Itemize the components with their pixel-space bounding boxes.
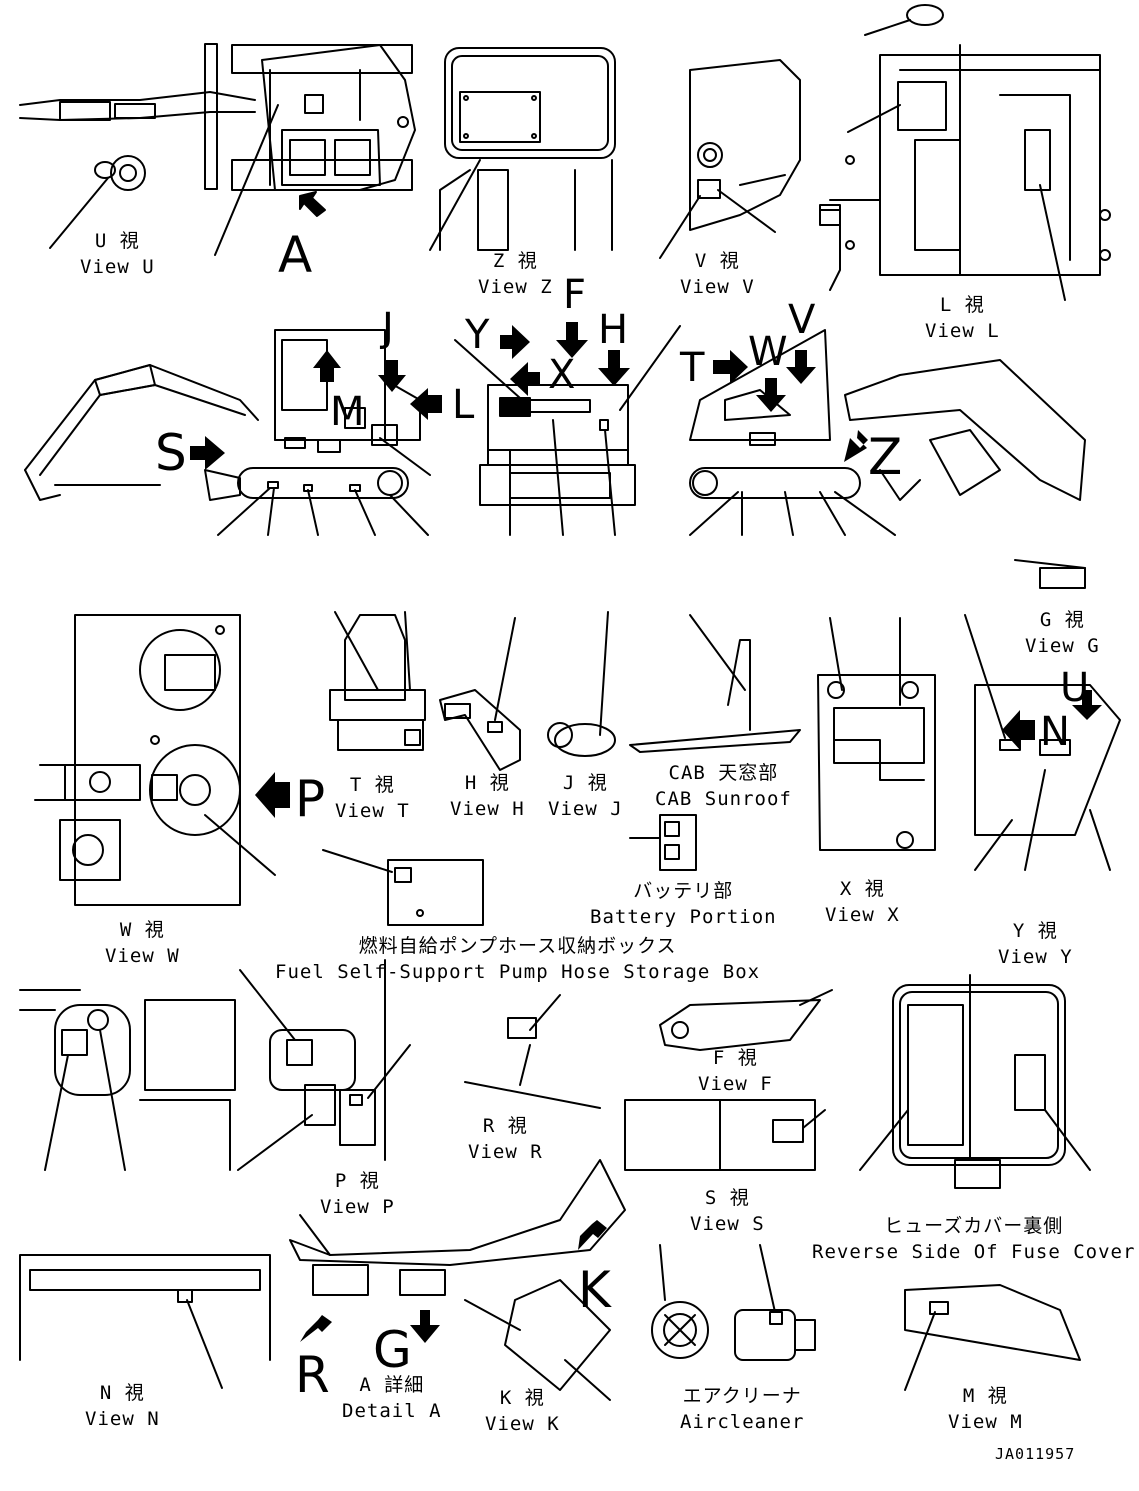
arrow-markers [190,322,1102,1343]
view-h-detail [439,617,521,771]
view-k-detail [464,1279,611,1401]
right-side-machine [689,329,1086,536]
view-t-seat [329,611,426,751]
callout-v: V [788,297,816,343]
callout-m: M [330,389,365,435]
fuse-cover-detail [859,974,1091,1189]
callout-h: H [598,307,629,353]
rear-view-machine [479,325,681,536]
callout-u: U [1060,665,1090,711]
view-j-detail [547,611,616,757]
aircleaner-detail [651,1244,816,1361]
detail-a-bottom [289,1159,626,1296]
view-left-engine [19,989,236,1171]
view-f-detail [659,989,833,1051]
callout-k: K [578,1261,611,1319]
battery-detail [629,814,697,871]
view-x-detail [817,617,936,851]
view-m-detail [904,1284,1081,1391]
view-s-detail [624,1099,826,1171]
callout-y: Y [465,312,490,358]
callout-s: S [155,424,187,482]
view-w-detail [34,614,276,906]
view-g-detail [1014,559,1086,589]
view-y-detail [964,614,1121,871]
callout-r: R [295,1346,330,1404]
callout-z: Z [868,428,903,486]
callout-g: G [373,1321,412,1379]
drawing-code: JA011957 [995,1445,1076,1463]
callout-a: A [278,226,313,284]
top-view-excavator [19,43,416,256]
view-p-detail [237,959,411,1171]
cab-sunroof-detail [629,614,801,753]
view-z-detail [429,47,616,251]
view-u-detail [49,155,146,249]
view-v-detail [659,59,801,259]
callout-p: P [295,770,326,828]
callout-t: T [680,345,705,391]
callout-f: F [563,272,587,318]
fuel-box-detail [322,849,484,926]
callout-j: J [382,305,394,351]
left-side-machine [24,329,521,536]
view-r-detail [464,994,601,1109]
callout-x: X [548,352,576,398]
callout-w: W [748,329,788,375]
callout-n: N [1040,709,1070,755]
callout-l: L [452,382,475,428]
view-l-detail [819,4,1111,301]
view-n-detail [19,1254,271,1389]
